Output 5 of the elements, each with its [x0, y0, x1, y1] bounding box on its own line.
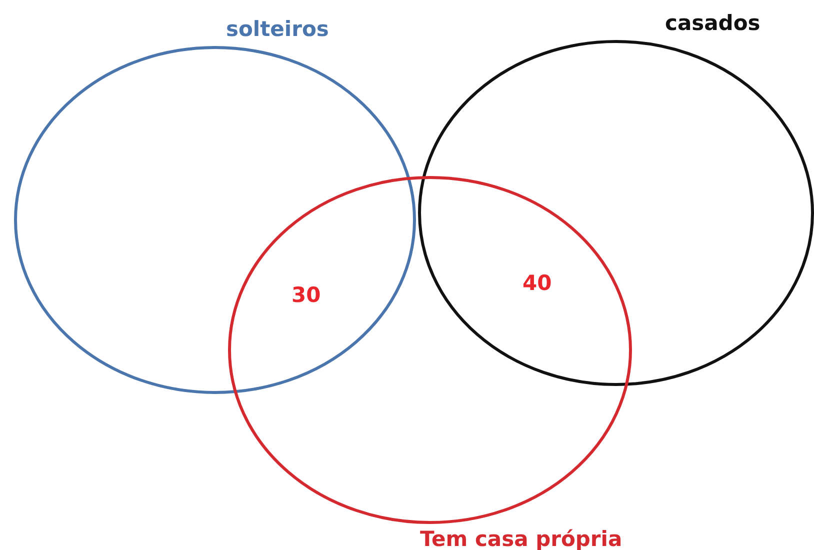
set-label: Tem casa própria — [420, 526, 622, 550]
set-label: solteiros — [226, 16, 329, 42]
region-count: 30 — [292, 283, 321, 307]
set-label: casados — [665, 10, 760, 36]
region-count: 40 — [522, 271, 552, 295]
